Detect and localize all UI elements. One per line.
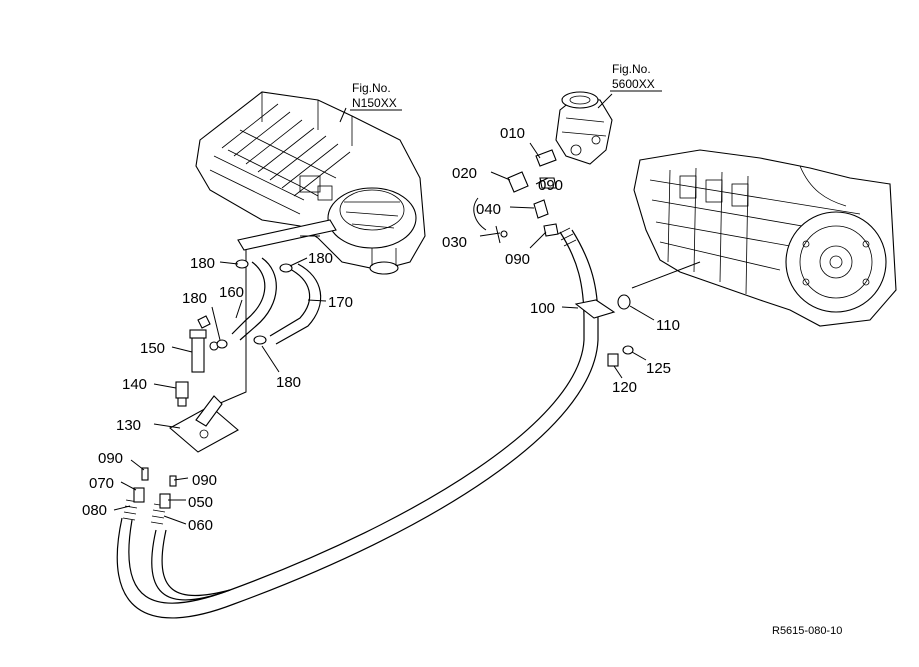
label-070: 070 <box>89 475 114 492</box>
drawing-code: R5615-080-10 <box>772 625 842 637</box>
label-010: 010 <box>500 125 525 142</box>
label-020: 020 <box>452 165 477 182</box>
ref-heater-line1: Fig.No. <box>352 81 391 95</box>
ref-heater-line2: N150XX <box>352 96 397 110</box>
part-labels: 010 020 090 040 030 090 180 180 180 160 … <box>82 125 680 534</box>
ref-pump: Fig.No. 5600XX <box>610 62 662 92</box>
label-140: 140 <box>122 376 147 393</box>
label-120: 120 <box>612 379 637 396</box>
label-090-top: 090 <box>538 177 563 194</box>
label-090-l2: 090 <box>192 472 217 489</box>
label-040: 040 <box>476 201 501 218</box>
label-060: 060 <box>188 517 213 534</box>
label-050: 050 <box>188 494 213 511</box>
label-180-d: 180 <box>276 374 301 391</box>
ref-pump-line2: 5600XX <box>612 77 655 91</box>
ref-pump-line1: Fig.No. <box>612 62 651 76</box>
engine <box>633 149 897 327</box>
label-180-a: 180 <box>190 255 215 272</box>
label-170: 170 <box>328 294 353 311</box>
label-130: 130 <box>116 417 141 434</box>
label-110: 110 <box>656 317 680 334</box>
label-080: 080 <box>82 502 107 519</box>
label-180-b: 180 <box>308 250 333 267</box>
label-100: 100 <box>530 300 555 317</box>
label-150: 150 <box>140 340 165 357</box>
leader-lines <box>113 93 701 525</box>
label-180-c: 180 <box>182 290 207 307</box>
label-160: 160 <box>219 284 244 301</box>
label-090-mid: 090 <box>505 251 530 268</box>
water-pump <box>555 91 613 165</box>
label-125: 125 <box>646 360 671 377</box>
label-090-l1: 090 <box>98 450 123 467</box>
label-030: 030 <box>442 234 467 251</box>
heater-unit <box>195 91 426 275</box>
ref-heater: Fig.No. N150XX <box>350 81 402 111</box>
